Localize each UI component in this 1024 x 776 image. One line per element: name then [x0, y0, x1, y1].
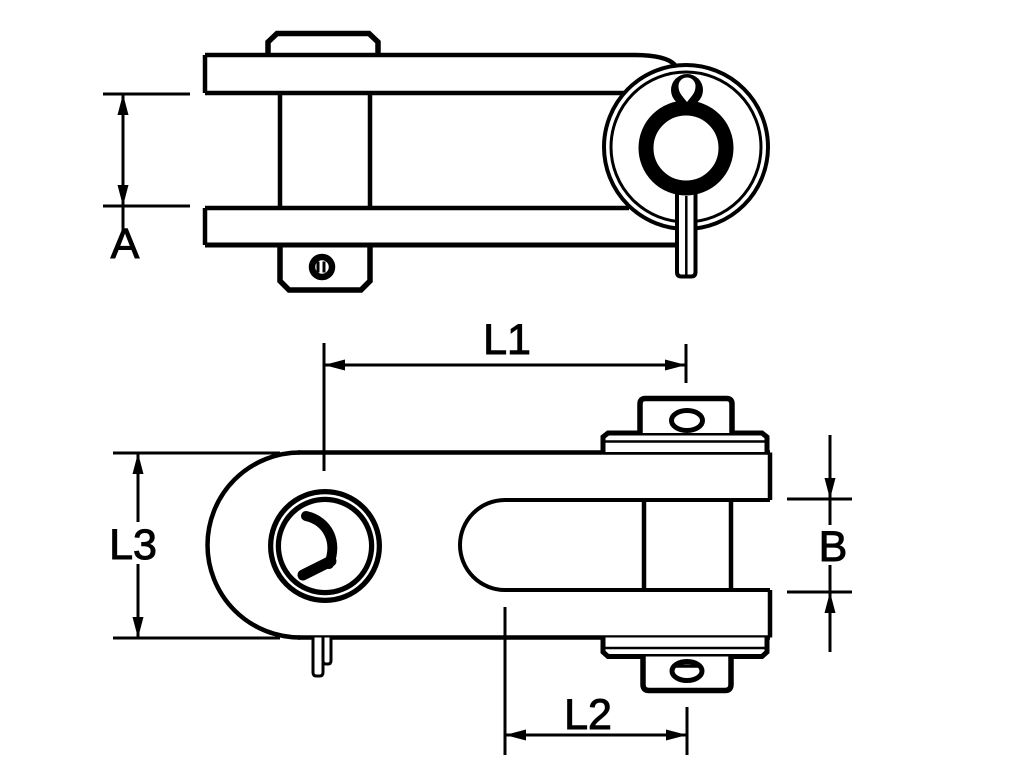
cotter-pin-foot — [297, 555, 337, 581]
fork-slot — [458, 498, 770, 592]
dim-b-arrow-up — [824, 592, 836, 613]
dim-l3-arrow-up — [132, 453, 144, 474]
dim-l1-label: L1 — [483, 316, 531, 364]
cotter-end-left-tip — [316, 261, 320, 273]
dim-b-label: B — [819, 523, 848, 571]
dim-a-arrow-down — [117, 185, 129, 206]
top-jaw-top-edge — [205, 52, 677, 67]
eye-hole-ring-split — [273, 494, 377, 598]
dim-a-label: A — [111, 220, 140, 268]
dim-l1-arrow-left — [324, 359, 345, 371]
pin-lower-end — [277, 245, 373, 293]
body-left-cap — [205, 450, 301, 640]
dim-l2-label: L2 — [564, 691, 612, 739]
dim-l2-arrow-left — [505, 729, 526, 741]
side-view — [202, 30, 770, 293]
dim-l3-arrow-down — [132, 617, 144, 638]
cotter-hole-ring — [308, 253, 336, 281]
cotter-end-right-tip — [322, 261, 326, 273]
dim-l2-arrow-right — [666, 729, 687, 741]
dim-b-label-mask — [810, 525, 854, 565]
dim-l3-label-mask — [108, 522, 160, 564]
dimension-b: B — [787, 435, 854, 652]
dimension-l2: L2 — [503, 607, 689, 755]
top-clip-chord — [675, 408, 699, 416]
dim-a-arrow-up — [117, 94, 129, 115]
pin-head — [265, 30, 381, 55]
plan-view — [205, 395, 773, 694]
plan-cotter-leg-short — [321, 637, 333, 666]
dim-l3-label: L3 — [109, 521, 157, 569]
plan-cotter-leg-long — [311, 637, 325, 678]
dim-b-arrow-down — [824, 478, 836, 499]
dimension-l1: L1 — [322, 316, 688, 471]
dimension-a: A — [103, 92, 190, 269]
dim-l1-arrow-right — [665, 359, 686, 371]
dimension-l3: L3 — [108, 451, 280, 640]
eye-pin — [638, 100, 734, 196]
cotter-eye-hole — [678, 77, 696, 102]
